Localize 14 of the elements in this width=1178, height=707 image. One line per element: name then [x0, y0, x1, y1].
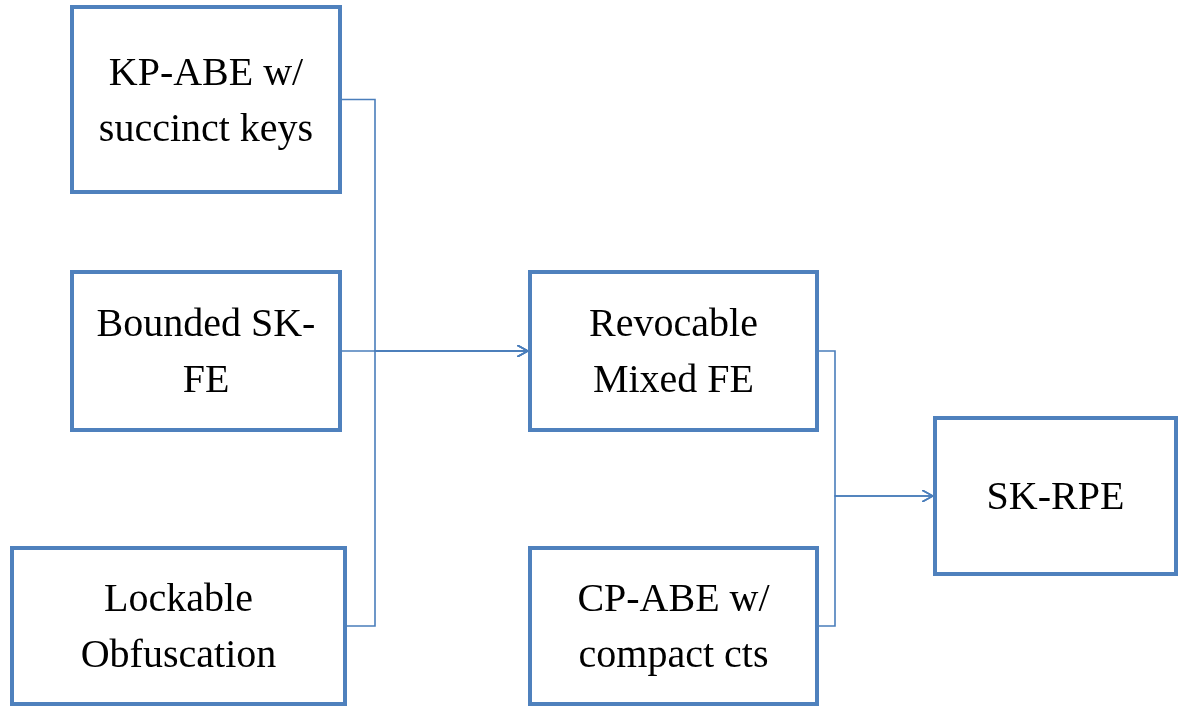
box-label: Bounded SK-FE — [95, 299, 317, 403]
box-label: Lockable Obfuscation — [79, 574, 278, 678]
process-box — [70, 5, 342, 194]
box-label: SK-RPE — [986, 472, 1125, 520]
connector-arrow — [346, 344, 529, 627]
box-label: KP-ABE w/ succinct keys — [97, 47, 315, 152]
process-box — [70, 270, 342, 432]
process-box — [10, 546, 347, 706]
process-box — [933, 416, 1178, 576]
process-box — [528, 270, 819, 432]
process-box — [528, 546, 819, 706]
box-label: Revocable Mixed FE — [588, 299, 759, 403]
connector-arrow — [818, 489, 934, 627]
box-label: CP-ABE w/ compact cts — [576, 574, 771, 678]
